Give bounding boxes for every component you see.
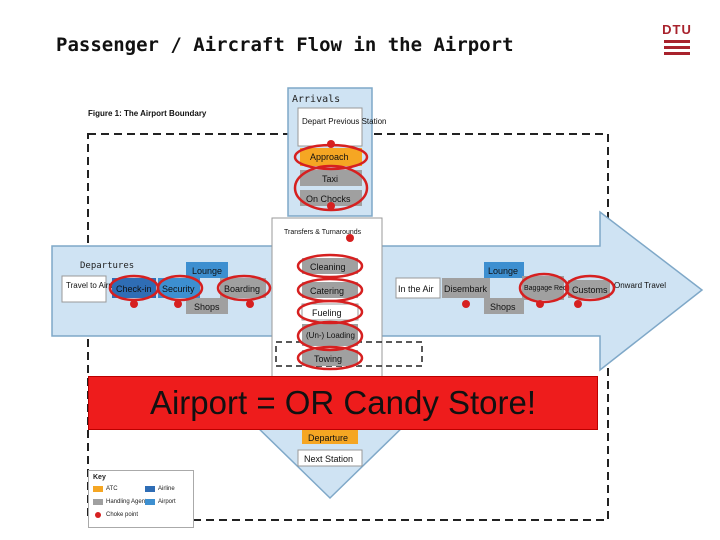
banner-text: Airport = OR Candy Store! [149, 384, 537, 421]
logo-text: DTU [662, 22, 692, 37]
choke-dot [246, 300, 254, 308]
step-depart-previous-station [297, 107, 363, 147]
key-swatch-choke [95, 512, 101, 518]
slide-title: Passenger / Aircraft Flow in the Airport [56, 34, 514, 56]
step-lounge-dep [186, 262, 228, 278]
key-label-airline: Airline [158, 486, 175, 492]
key-label-atc: ATC [106, 486, 118, 492]
logo-bars [662, 40, 692, 55]
step-boarding [220, 278, 266, 298]
step-fueling-text: Fueling [312, 308, 342, 318]
choke-dot [130, 300, 138, 308]
choke-ellipse-boarding [216, 274, 272, 302]
step-customs-text: Customs [572, 285, 608, 295]
step-cleaning [302, 258, 358, 274]
step-departure [302, 430, 358, 444]
step-catering [302, 282, 358, 298]
choke-ellipse-baggage [518, 272, 570, 304]
step-check-in-text: Check-in [116, 284, 152, 294]
choke-ellipse-loading [296, 320, 364, 352]
step-next-station-text: Next Station [304, 454, 353, 464]
key-title: Key [93, 474, 106, 481]
step-lounge-dep-text: Lounge [192, 266, 222, 276]
step-customs [568, 280, 610, 298]
step-disembark [442, 278, 490, 298]
step-lounge-arr-text: Lounge [488, 266, 518, 276]
choke-ellipse-security [156, 274, 204, 302]
choke-dot [327, 202, 335, 210]
step-security-text: Security [162, 284, 195, 294]
choke-ellipse-cleaning [296, 253, 364, 279]
step-lounge-arr [484, 262, 524, 278]
key-swatch-handling [93, 499, 103, 505]
choke-dot [462, 300, 470, 308]
step-next-station [297, 449, 363, 467]
dtu-logo: DTU [662, 22, 692, 55]
step-on-chocks-text: On Chocks [306, 194, 351, 204]
step-unloading [302, 324, 358, 346]
step-fueling [301, 303, 359, 321]
step-taxi-text: Taxi [322, 174, 338, 184]
transfers-label: Transfers & Turnarounds [284, 229, 362, 236]
step-shops-dep [186, 298, 228, 314]
departures-label: Departures [80, 261, 134, 271]
step-cleaning-text: Cleaning [310, 262, 346, 272]
step-on-chocks [300, 190, 362, 206]
choke-dot [174, 300, 182, 308]
step-check-in [112, 278, 156, 298]
choke-ellipse-towing [296, 345, 364, 371]
step-depart-previous-station-text: Depart Previous Station [302, 117, 387, 126]
step-travel-to-airport [61, 275, 107, 303]
key-label-handling: Handling Agent [106, 499, 147, 505]
step-onward-travel-text: Onward Travel [614, 281, 666, 290]
step-in-the-air-text: In the Air [398, 284, 434, 294]
candy-store-banner: Airport = OR Candy Store! [88, 376, 598, 430]
step-catering-text: Catering [310, 286, 344, 296]
step-baggage-reclaim-text: Baggage Reclaim [524, 285, 579, 292]
step-towing-text: Towing [314, 354, 342, 364]
figure-caption: Figure 1: The Airport Boundary [88, 109, 207, 118]
step-unloading-text: (Un-) Loading [306, 331, 355, 340]
step-travel-to-airport-text: Travel to Airport [66, 281, 123, 290]
choke-dot [346, 234, 354, 242]
choke-ellipse-customs [564, 274, 616, 302]
step-disembark-text: Disembark [444, 284, 488, 294]
key-swatch-atc [93, 486, 103, 492]
key-label-choke: Choke point [106, 512, 139, 518]
step-in-the-air [395, 277, 441, 299]
choke-dot [327, 140, 335, 148]
step-approach-text: Approach [310, 152, 349, 162]
choke-dot [536, 300, 544, 308]
step-taxi [300, 170, 362, 186]
key-swatch-airline [145, 486, 155, 492]
step-shops-arr-text: Shops [490, 302, 516, 312]
step-departure-text: Departure [308, 433, 348, 443]
key-swatch-airport [145, 499, 155, 505]
step-shops-dep-text: Shops [194, 302, 220, 312]
step-shops-arr [484, 298, 524, 314]
step-security [158, 278, 200, 298]
step-boarding-text: Boarding [224, 284, 260, 294]
step-baggage-reclaim [522, 276, 564, 300]
key-label-airport: Airport [158, 499, 176, 505]
step-approach [300, 148, 362, 166]
arrivals-label: Arrivals [292, 94, 340, 105]
choke-dot [574, 300, 582, 308]
legend-key: Key ATC Airline Handling Agent Airport C… [88, 470, 194, 528]
step-towing [302, 350, 358, 366]
